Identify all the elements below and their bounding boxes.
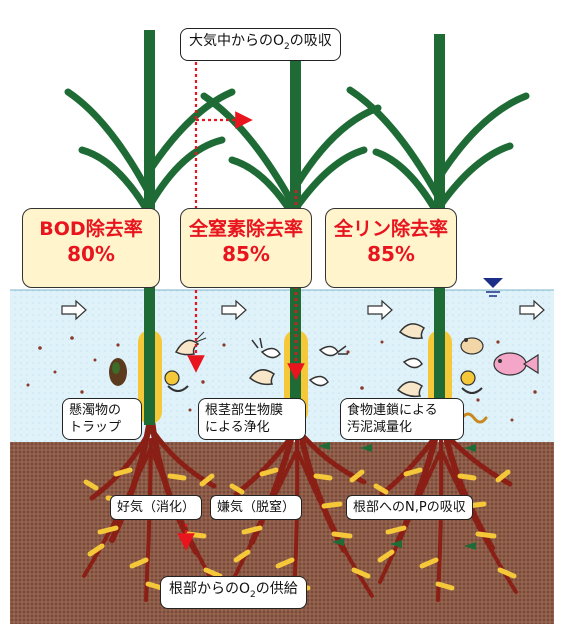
np-absorption-label: 根部へのN,Pの吸収 — [346, 495, 473, 520]
suspended-particles — [26, 336, 537, 422]
aerobic-label: 好気（消化） — [110, 495, 203, 520]
nitrogen-removal-value: 85% — [222, 242, 270, 266]
trapped-sediment — [109, 358, 127, 386]
fish-icon — [493, 352, 539, 376]
flow-arrows — [61, 299, 545, 321]
flow-arrow — [61, 299, 87, 321]
nitrogen-removal-box: 全窒素除去率 85% — [180, 208, 312, 288]
rhizome-biofilm-label: 根茎部生物膜 による浄化 — [198, 398, 306, 440]
label-line: 根茎部生物膜 — [205, 403, 284, 418]
insect-icon — [251, 337, 281, 359]
label-line: 汚泥減量化 — [347, 420, 413, 435]
atmospheric-oxygen-pre: 大気中からのO — [189, 33, 285, 49]
flow-arrow — [519, 299, 545, 321]
water-level-marker — [483, 278, 503, 297]
shrimp-icon — [398, 323, 426, 340]
snail-icon — [164, 370, 189, 392]
suspended-solids-trap-label: 懸濁物の トラップ — [62, 398, 142, 440]
nitrogen-removal-title: 全窒素除去率 — [188, 218, 303, 240]
organisms — [164, 323, 539, 424]
flow-arrow — [367, 299, 393, 321]
snail-icon — [460, 370, 483, 394]
label-line: トラップ — [69, 420, 122, 435]
np-absorption-text: 根部へのN,Pの吸収 — [353, 500, 466, 515]
food-chain-label: 食物連鎖による 汚泥減量化 — [340, 398, 464, 440]
root-oxygen-subscript: 2 — [250, 589, 256, 600]
root-oxygen-pre: 根部からのO — [169, 581, 251, 597]
atmospheric-oxygen-subscript: 2 — [284, 41, 290, 52]
flow-arrow — [221, 299, 247, 321]
phosphorus-removal-value: 85% — [367, 242, 415, 266]
insect-icon — [308, 375, 329, 387]
shrimp-icon — [174, 331, 207, 356]
worm-icon — [460, 412, 488, 424]
phosphorus-removal-title: 全リン除去率 — [333, 218, 448, 240]
bod-removal-title: BOD除去率 — [39, 218, 143, 240]
reed-leaves — [64, 86, 530, 224]
bod-removal-value: 80% — [67, 242, 115, 266]
shrimp-icon — [248, 369, 276, 386]
root-oxygen-supply-label: 根部からのO2の供給 — [160, 576, 307, 609]
bod-removal-box: BOD除去率 80% — [22, 208, 160, 288]
label-line: による浄化 — [205, 420, 270, 435]
shrimp-icon — [396, 381, 424, 398]
label-line: 懸濁物の — [69, 403, 122, 418]
atmospheric-oxygen-post: の吸収 — [289, 33, 332, 49]
atmospheric-oxygen-label: 大気中からのO2の吸収 — [180, 28, 341, 61]
anaerobic-text: 嫌気（脱窒） — [217, 500, 296, 515]
insect-icon — [402, 357, 423, 369]
aerobic-text: 好気（消化） — [117, 500, 196, 515]
phosphorus-removal-box: 全リン除去率 85% — [325, 208, 457, 288]
np-absorption-arrows — [318, 442, 476, 550]
anaerobic-label: 嫌気（脱窒） — [210, 495, 303, 520]
root-oxygen-post: の供給 — [255, 581, 298, 597]
frog-icon — [460, 337, 484, 355]
insect-icon — [318, 345, 348, 357]
label-line: 食物連鎖による — [347, 403, 438, 418]
